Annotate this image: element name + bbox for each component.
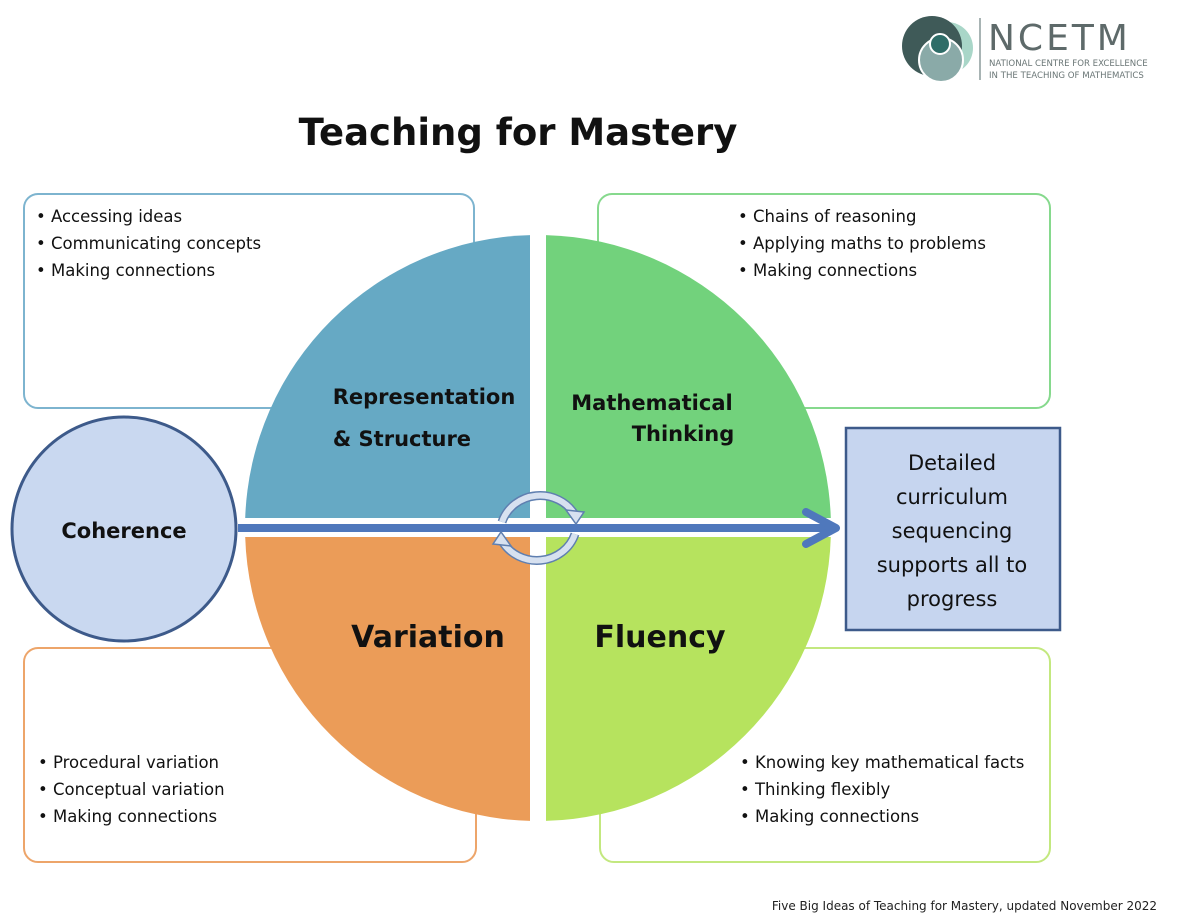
- curriculum-text: Detailed curriculum sequencing supports …: [877, 451, 1028, 611]
- bullet: • Accessing ideas: [36, 207, 182, 226]
- curriculum-box: [844, 426, 1062, 632]
- fluency-quadrant: [546, 537, 831, 821]
- bullet: • Making connections: [38, 807, 217, 826]
- representation-bullets: • Accessing ideas • Communicating concep…: [36, 207, 261, 280]
- bullet: • Conceptual variation: [38, 780, 225, 799]
- fluency-bullets: • Knowing key mathematical facts • Think…: [740, 753, 1024, 826]
- bullet: • Thinking flexibly: [740, 780, 891, 799]
- progress-arrow: [238, 508, 840, 548]
- bullet: • Chains of reasoning: [738, 207, 916, 226]
- thinking-bullets: • Chains of reasoning • Applying maths t…: [738, 207, 986, 280]
- logo-line1: NATIONAL CENTRE FOR EXCELLENCE: [989, 59, 1148, 69]
- variation-quadrant: [245, 537, 530, 821]
- page-title: Teaching for Mastery: [299, 111, 738, 154]
- representation-label-1: Representation: [333, 385, 516, 409]
- representation-label-2: & Structure: [333, 427, 471, 451]
- logo-line2: IN THE TEACHING OF MATHEMATICS: [989, 71, 1144, 81]
- bullet: • Applying maths to problems: [738, 234, 986, 253]
- footer-caption: Five Big Ideas of Teaching for Mastery, …: [772, 899, 1157, 913]
- bullet: • Communicating concepts: [36, 234, 261, 253]
- bullet: • Making connections: [36, 261, 215, 280]
- coherence-label: Coherence: [61, 519, 186, 543]
- thinking-label-2: Thinking: [632, 422, 735, 446]
- bullet: • Procedural variation: [38, 753, 219, 772]
- fluency-label: Fluency: [594, 620, 726, 655]
- variation-bullets: • Procedural variation • Conceptual vari…: [38, 753, 225, 826]
- representation-quadrant: [245, 235, 530, 518]
- ncetm-logo: NCETM NATIONAL CENTRE FOR EXCELLENCE IN …: [902, 16, 1148, 83]
- bullet: • Making connections: [738, 261, 917, 280]
- variation-label: Variation: [351, 620, 505, 655]
- curriculum-line: supports all to: [877, 553, 1028, 577]
- bullet: • Making connections: [740, 807, 919, 826]
- coherence-circle: [10, 415, 238, 643]
- thinking-label-1: Mathematical: [571, 391, 732, 415]
- curriculum-line: progress: [907, 587, 998, 611]
- bullet: • Knowing key mathematical facts: [740, 753, 1024, 772]
- curriculum-line: Detailed: [908, 451, 996, 475]
- logo-name: NCETM: [988, 18, 1131, 59]
- cycle-icon: [491, 491, 586, 565]
- curriculum-line: curriculum: [896, 485, 1008, 509]
- thinking-quadrant: [546, 235, 831, 518]
- curriculum-line: sequencing: [892, 519, 1013, 543]
